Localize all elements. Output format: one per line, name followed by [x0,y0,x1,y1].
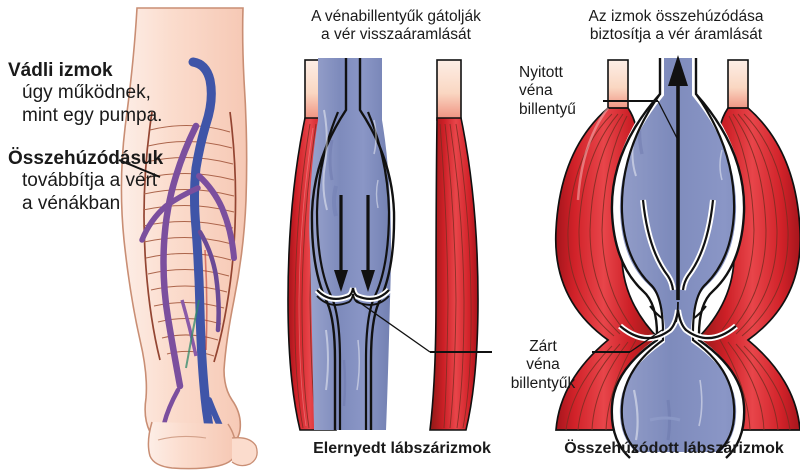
relaxed-vein [309,58,492,430]
label-open-valve-line3: billentyű [519,100,576,118]
callout-title-left: Vádli izmok úgy működnek, mint egy pumpa… [8,60,162,127]
leg-illustration [118,7,258,470]
label-closed-valve-line2: véna [526,356,560,374]
blood-flow-arrow-up [668,55,688,300]
callout-note-line1: Összehúzódásuk [8,148,164,169]
label-open-valve-line2: véna [519,82,553,100]
foot-outline [147,421,258,470]
heading-relaxed-line1: A vénabillentyűk gátolják [311,8,481,25]
leader-line-open-valve [603,100,679,141]
relaxed-muscle-panel [287,58,492,431]
heading-relaxed-panel: A vénabillentyűk gátolják a vér visszaár… [282,8,510,45]
vein-blood-texture [322,109,379,407]
leader-line-closed-valve-right [592,329,663,353]
closed-valve-cusps-contracted [618,301,738,341]
label-closed-valve: Zárt véna billentyűk [498,338,588,393]
caption-relaxed: Elernyedt lábszárizmok [313,440,491,457]
callout-note-line2: továbbítja a vért [22,170,158,192]
caption-contracted: Összehúzódott lábszárizmok [564,440,784,457]
leg-vein-network [139,57,239,447]
open-valve-cusps [640,199,716,291]
heading-relaxed-line2: a vér visszaáramlását [321,26,471,44]
blood-flow-arrows-down [334,195,375,292]
callout-title-line3: mint egy pumpa. [22,104,163,126]
callout-note-line3: a vénákban [22,192,121,214]
label-closed-valve-line1: Zárt [529,338,557,355]
leader-line-closed-valve-left [355,299,492,353]
label-open-valve-line1: Nyitott [519,64,563,81]
label-closed-valve-line3: billentyűk [510,374,576,392]
label-open-valve: Nyitott véna billentyű [519,64,605,119]
vein-fill-bulge [309,58,391,430]
closed-valve-cusps-relaxed [314,287,392,306]
heading-contracted-line2: biztosítja a vér áramlását [589,26,763,44]
heading-contracted-line1: Az izmok összehúzódása [588,8,764,25]
callout-title-line2: úgy működnek, [22,82,151,104]
leader-line-contraction [118,159,161,178]
callout-title-line1: Vádli izmok [8,60,113,81]
heading-contracted-panel: Az izmok összehúzódása biztosítja a vér … [552,8,800,45]
callout-note-left: Összehúzódásuk továbbítja a vért a vénák… [8,148,163,215]
